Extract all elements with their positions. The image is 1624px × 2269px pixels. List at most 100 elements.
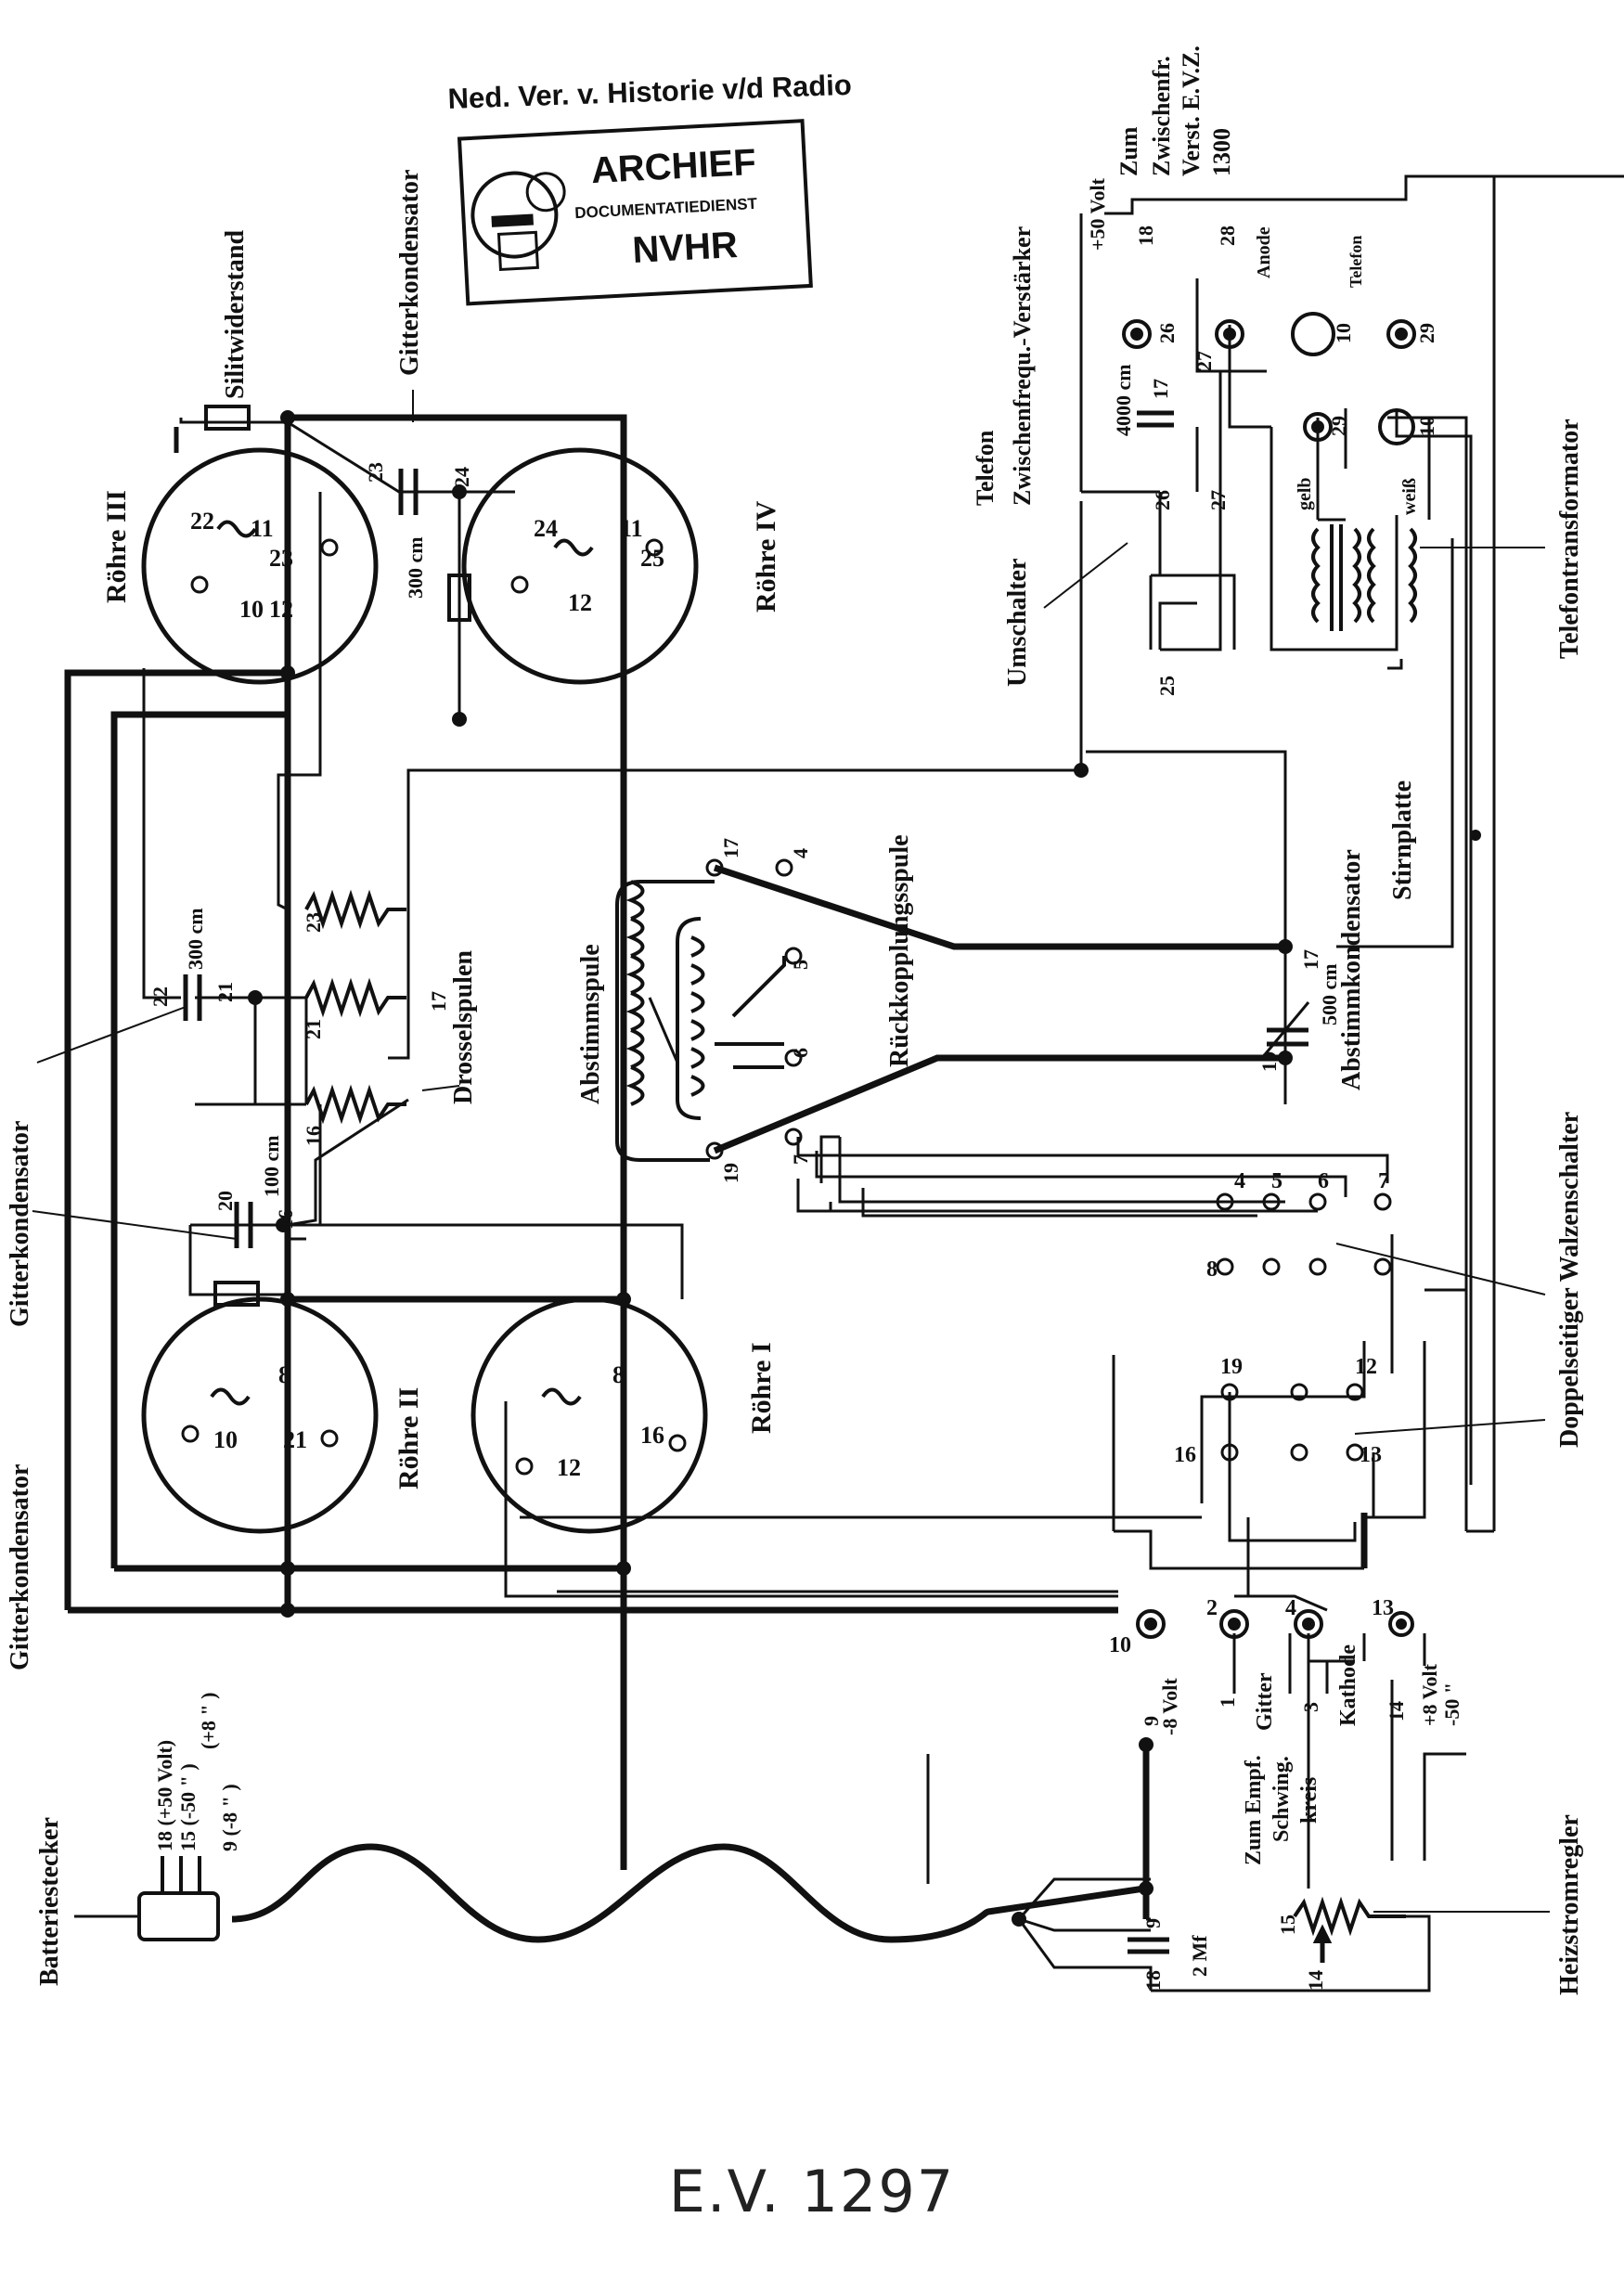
svg-text:24: 24 — [450, 467, 473, 487]
label-minus50: -50 " — [1440, 1682, 1463, 1726]
svg-text:4: 4 — [1234, 1169, 1245, 1193]
label-zum: Zum — [1115, 126, 1142, 176]
svg-text:29: 29 — [1327, 416, 1350, 436]
svg-text:26: 26 — [1151, 490, 1174, 510]
svg-text:6: 6 — [789, 1048, 812, 1058]
label-rueckkopplungsspule: Rückkopplungsspule — [885, 834, 914, 1067]
wire-numbers: 23 24 23 21 16 17 22 21 20 16 17 4 5 6 1… — [148, 226, 1438, 1991]
svg-text:18: 18 — [1141, 1970, 1165, 1991]
svg-text:27: 27 — [1192, 351, 1216, 371]
grid-capacitor-22-21 — [183, 974, 202, 1021]
label-gitterkondensator-left: Gitterkondensator — [6, 1121, 34, 1327]
label-bat-15: 15 (-50 " ) — [176, 1763, 200, 1851]
label-silitwiderstand: Silitwiderstand — [221, 230, 250, 399]
svg-text:8: 8 — [1206, 1257, 1218, 1282]
svg-text:28: 28 — [1216, 226, 1239, 246]
svg-text:17: 17 — [1299, 949, 1322, 970]
svg-text:4: 4 — [789, 848, 812, 858]
battery-plug — [74, 1856, 220, 1941]
svg-text:15: 15 — [1276, 1914, 1299, 1935]
jack-numbers: 10 2 4 13 — [1109, 1596, 1394, 1657]
svg-text:17: 17 — [719, 838, 742, 858]
label-gitterkondensator-top: Gitterkondensator — [395, 170, 424, 376]
label-stirnplatte: Stirnplatte — [1388, 780, 1417, 900]
label-abstimmspule: Abstimmspule — [576, 944, 605, 1104]
svg-text:16: 16 — [302, 1126, 325, 1146]
tuning-coil — [615, 880, 715, 1162]
svg-text:16: 16 — [1174, 1443, 1196, 1467]
label-roehre-iii: Röhre III — [101, 490, 132, 603]
label-zwischenfrequ: Zwischenfrequ.-Verstärker — [1009, 226, 1036, 506]
label-batteriestecker: Batteriestecker — [35, 1817, 64, 1986]
filament-rheostat — [1293, 1896, 1406, 1963]
tube-roehre-iv: 24 11 25 12 — [461, 447, 699, 685]
tuning-capacitor — [1260, 1001, 1310, 1059]
svg-text:12: 12 — [1355, 1355, 1377, 1379]
svg-text:17: 17 — [427, 991, 450, 1012]
silit-resistor — [204, 405, 251, 431]
svg-text:8: 8 — [612, 1361, 625, 1388]
label-cap-300-left: 300 cm — [184, 908, 207, 970]
label-zum-verst: Verst. E.V.Z. — [1178, 45, 1205, 176]
svg-text:11: 11 — [620, 515, 643, 542]
stamp-archief: ARCHIEF — [590, 142, 757, 191]
svg-text:19: 19 — [1220, 1355, 1243, 1379]
svg-text:10: 10 — [239, 596, 264, 623]
label-plus8: +8 Volt — [1418, 1663, 1441, 1726]
svg-text:18: 18 — [1134, 226, 1157, 246]
svg-text:13: 13 — [1372, 1596, 1394, 1620]
label-roehre-i: Röhre I — [746, 1342, 777, 1434]
svg-text:12: 12 — [568, 589, 592, 616]
svg-text:12: 12 — [269, 596, 293, 623]
tube-roehre-i: 8 16 12 — [470, 1296, 708, 1534]
svg-text:10: 10 — [1415, 416, 1438, 436]
label-weiss: weiß — [1399, 478, 1420, 515]
svg-text:17: 17 — [1149, 379, 1172, 399]
label-bat-18: 18 (+50 Volt) — [153, 1740, 176, 1851]
label-drosselspulen: Drosselspulen — [449, 950, 478, 1104]
label-cap-300-top: 300 cm — [404, 536, 427, 599]
svg-text:23: 23 — [302, 912, 325, 933]
label-telefontransformator: Telefontransformator — [1555, 419, 1584, 659]
resistor-upper — [447, 574, 471, 622]
svg-text:10: 10 — [213, 1426, 238, 1453]
label-cap-100: 100 cm — [260, 1135, 283, 1197]
svg-text:23: 23 — [364, 462, 387, 483]
label-plus50: +50 Volt — [1086, 177, 1109, 251]
svg-text:8: 8 — [278, 1361, 290, 1388]
label-bat-9: 9 (-8 " ) — [218, 1784, 241, 1851]
svg-text:2: 2 — [1206, 1596, 1218, 1620]
svg-text:29: 29 — [1415, 323, 1438, 343]
signal-wiring — [142, 174, 1624, 1992]
label-kreis: kreis — [1297, 1777, 1321, 1824]
svg-text:10: 10 — [1109, 1633, 1131, 1657]
society-header: Ned. Ver. v. Historie v/d Radio — [447, 69, 852, 115]
label-cap-4000: 4000 cm — [1112, 364, 1135, 436]
tube-roehre-iii: 22 11 23 10 12 — [141, 427, 379, 685]
label-heizstromregler: Heizstromregler — [1555, 1814, 1584, 1995]
svg-text:1: 1 — [1216, 1697, 1239, 1708]
choke-coils — [304, 889, 406, 1125]
svg-text:19: 19 — [1257, 1051, 1281, 1072]
svg-text:19: 19 — [719, 1163, 742, 1183]
svg-text:27: 27 — [1206, 490, 1230, 510]
svg-text:4: 4 — [1285, 1596, 1296, 1620]
stamp-documentatiedienst: DOCUMENTATIEDIENST — [574, 195, 758, 222]
label-kathode: Kathode — [1336, 1644, 1360, 1726]
grid-capacitor-top — [398, 469, 419, 515]
svg-text:22: 22 — [190, 508, 214, 535]
svg-text:9: 9 — [1141, 1918, 1165, 1928]
main-wiring — [64, 414, 1368, 1943]
output-jacks — [1136, 1609, 1414, 1639]
svg-text:13: 13 — [1360, 1443, 1382, 1467]
label-schwing: Schwing. — [1270, 1756, 1294, 1842]
svg-text:7: 7 — [1378, 1169, 1389, 1193]
label-minus8: -8 Volt — [1158, 1678, 1181, 1735]
label-zum-1300: 1300 — [1208, 128, 1235, 176]
svg-text:9: 9 — [1140, 1716, 1163, 1726]
svg-text:21: 21 — [213, 982, 237, 1002]
label-telefon-small: Telefon — [1347, 236, 1365, 288]
svg-text:16: 16 — [274, 1209, 297, 1230]
